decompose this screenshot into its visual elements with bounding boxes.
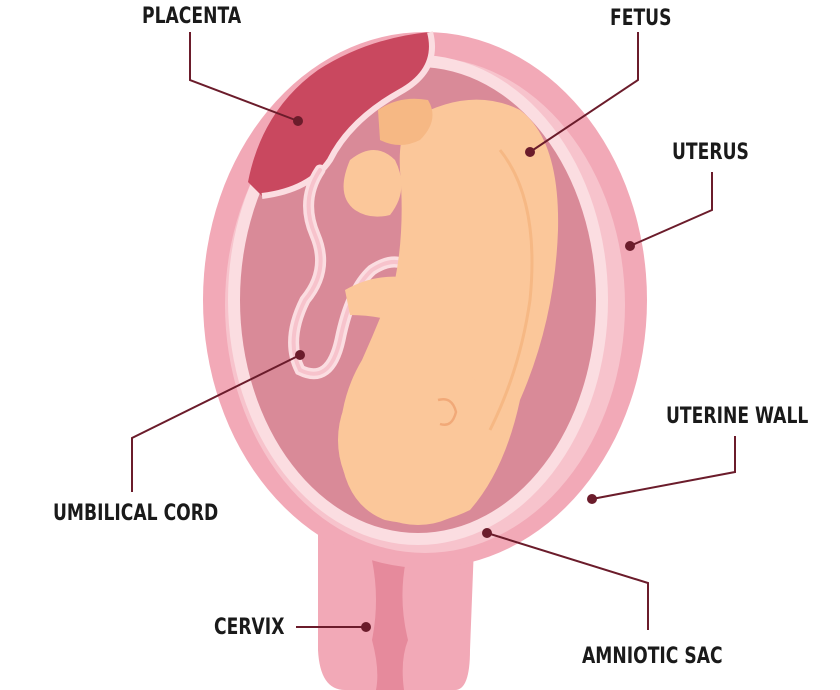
dot-cervix	[361, 622, 371, 632]
fetus-ear	[437, 398, 458, 426]
leader-umbilical-cord	[131, 354, 301, 492]
fetus-head	[338, 355, 498, 525]
label-uterus: UTERUS	[672, 140, 749, 165]
label-amniotic-sac: AMNIOTIC SAC	[582, 644, 723, 669]
fetus-leg	[378, 98, 433, 145]
cervix-canal	[372, 560, 408, 690]
label-placenta: PLACENTA	[142, 4, 242, 29]
label-umbilical-cord: UMBILICAL CORD	[53, 501, 219, 526]
leader-lines	[131, 32, 736, 630]
label-cervix: CERVIX	[214, 615, 285, 640]
leader-uterus	[629, 172, 713, 247]
placenta-shape	[248, 32, 432, 196]
dot-uterus	[625, 241, 635, 251]
dot-amniotic-sac	[482, 528, 492, 538]
dot-fetus	[525, 147, 535, 157]
leader-dots	[293, 116, 635, 632]
leader-amniotic-sac	[486, 532, 649, 630]
leader-placenta	[189, 32, 299, 122]
leader-uterine-wall	[591, 436, 736, 500]
leader-fetus	[529, 32, 639, 153]
placenta-edge	[261, 31, 435, 199]
dot-uterine-wall	[587, 494, 597, 504]
label-fetus: FETUS	[610, 6, 672, 31]
fetus-body-shade	[488, 149, 534, 431]
label-uterine-wall: UTERINE WALL	[666, 404, 809, 429]
dot-placenta	[293, 116, 303, 126]
dot-umbilical-cord	[295, 350, 305, 360]
fetus-arm	[343, 150, 402, 217]
umbilical-cord-core	[291, 168, 412, 376]
fetus-hand	[345, 276, 470, 338]
